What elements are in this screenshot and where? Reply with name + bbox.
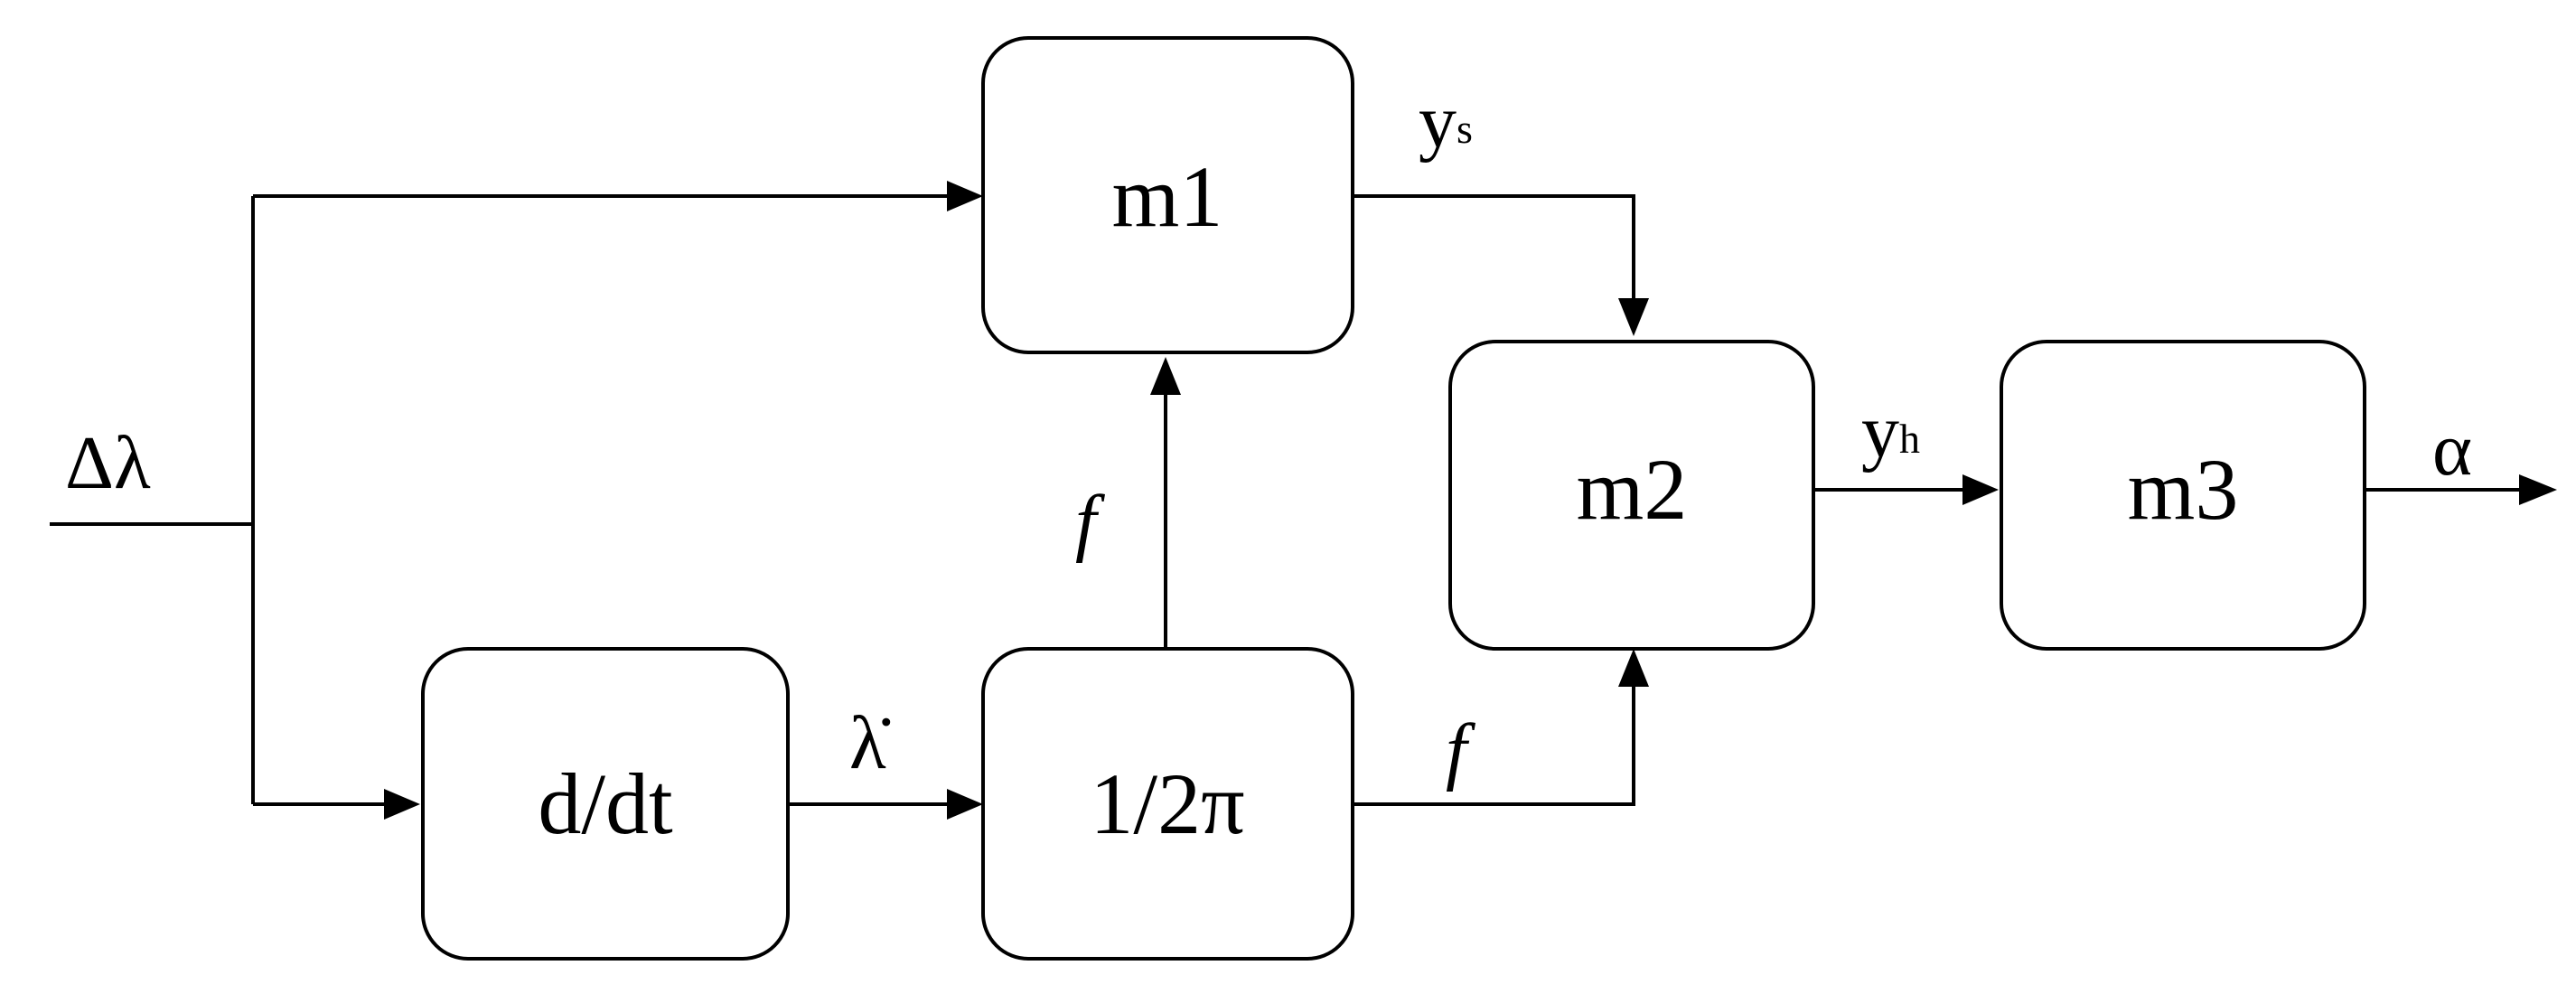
wire-m1-to-m2 [1353,194,1635,298]
yh-label: yh [1861,389,1920,473]
arrow-to-inv2pi [947,789,983,820]
arrow-to-ddt [384,789,420,820]
arrow-down-to-m2 [1618,298,1649,336]
block-m2-label: m2 [1577,441,1688,538]
block-inv2pi: 1/2π [981,647,1354,961]
ys-label-base: y [1419,80,1457,164]
arrow-to-m3 [1962,474,1999,505]
yh-label-sub: h [1899,416,1920,462]
wire-inv2pi-to-m2 [1353,687,1635,806]
f-up-label: f [1075,480,1106,564]
block-m1: m1 [981,36,1354,354]
block-m1-label: m1 [1112,148,1223,245]
arrow-output [2519,474,2557,505]
lambda-dot-label: λ̇ [849,701,891,785]
arrow-to-m1 [947,181,983,211]
wires [50,181,2557,820]
f-right-label: f [1446,708,1476,792]
input-label: Δλ [65,421,151,505]
block-m2: m2 [1448,340,1815,651]
arrow-up-to-m1 [1150,357,1181,395]
block-m3-label: m3 [2128,441,2239,538]
ys-label: ys [1419,80,1473,164]
block-ddt-label: d/dt [538,755,673,852]
block-m3: m3 [2000,340,2366,651]
ys-label-sub: s [1457,106,1473,152]
yh-label-base: y [1861,389,1899,473]
block-ddt: d/dt [421,647,790,961]
output-label: α [2432,408,2472,492]
block-inv2pi-label: 1/2π [1090,755,1244,852]
arrow-up-to-m2 [1618,649,1649,687]
